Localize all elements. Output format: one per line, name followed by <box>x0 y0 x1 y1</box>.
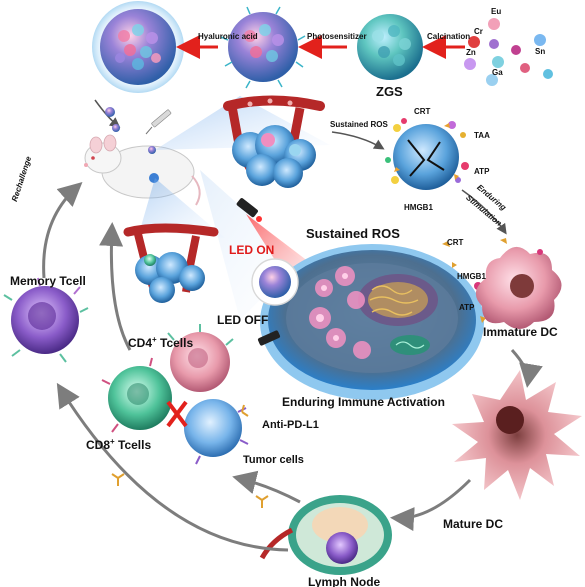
label-taa: TAA <box>474 131 490 140</box>
label-enduring-immune-activation: Enduring Immune Activation <box>282 395 445 409</box>
ros-nanoparticle-cluster <box>385 118 469 190</box>
label-photosensitizer: Photosensitizer <box>307 32 367 41</box>
label-sustained-ros-big: Sustained ROS <box>306 226 400 241</box>
label-sustained-ros-small: Sustained ROS <box>330 120 388 129</box>
label-immature-dc: Immature DC <box>483 325 558 339</box>
label-atp-top: ATP <box>474 167 490 176</box>
arrow-tcells-to-mouse <box>99 222 132 351</box>
element-ga: Ga <box>492 68 503 77</box>
label-tumor-cells: Tumor cells <box>243 454 304 466</box>
arrow-mature-to-lymph <box>390 478 472 532</box>
element-atoms <box>464 18 553 86</box>
label-mature-dc: Mature DC <box>443 517 504 531</box>
label-lymph-node: Lymph Node <box>308 575 381 587</box>
nanoparticle-ha-coated <box>92 1 184 93</box>
element-sn: Sn <box>535 47 546 56</box>
element-cr: Cr <box>474 27 483 36</box>
mature-dc-cell <box>452 370 582 500</box>
label-hmgb1-mid: HMGB1 <box>457 272 486 281</box>
tumor-vessel-top <box>223 95 325 188</box>
big-tumor-cell <box>260 244 484 400</box>
lymph-node <box>259 495 392 575</box>
element-eu: Eu <box>491 7 502 16</box>
element-zn: Zn <box>466 48 476 57</box>
immature-dc-cell <box>475 238 562 329</box>
nanoparticle-zgs <box>357 14 423 80</box>
label-hmgb1-top: HMGB1 <box>404 203 433 212</box>
arrow-rechallenge <box>42 181 83 279</box>
led-torch-off <box>257 330 281 346</box>
nanoparticle-photosensitizer <box>220 6 306 89</box>
cd4-t-cell <box>167 324 234 392</box>
label-atp-mid: ATP <box>459 303 475 312</box>
label-calcination: Calcination <box>427 32 471 41</box>
arrow-lymph-to-tcells <box>232 470 301 504</box>
label-anti-pd-l1: Anti-PD-L1 <box>262 419 319 431</box>
label-led-off: LED OFF <box>217 313 269 327</box>
tumor-cell-small <box>184 399 249 465</box>
cd8-t-cell <box>101 357 172 433</box>
label-cd8-tcells: CD8+ Tcells <box>86 437 152 452</box>
mouse-illustration <box>84 134 201 206</box>
arrow-immature-to-mature <box>510 348 543 388</box>
label-crt-mid: CRT <box>447 238 464 247</box>
memory-t-cell <box>3 277 89 363</box>
led-off-nanoparticle <box>251 258 299 306</box>
tumor-vessel-bottom <box>123 223 219 303</box>
arrow-lymph-to-memory <box>56 382 289 552</box>
inhibition-cross <box>166 400 188 428</box>
syringe <box>145 109 172 135</box>
label-zgs: ZGS <box>376 84 403 99</box>
label-crt-top: CRT <box>414 107 431 116</box>
label-cd4-tcells: CD4+ Tcells <box>128 335 194 350</box>
antibody-icons <box>111 404 269 508</box>
label-hyaluronic-acid: Hyaluronic acid <box>198 32 258 41</box>
led-torch-on <box>236 198 262 222</box>
label-memory-tcell: Memory Tcell <box>10 274 86 288</box>
label-led-on: LED ON <box>229 243 275 257</box>
